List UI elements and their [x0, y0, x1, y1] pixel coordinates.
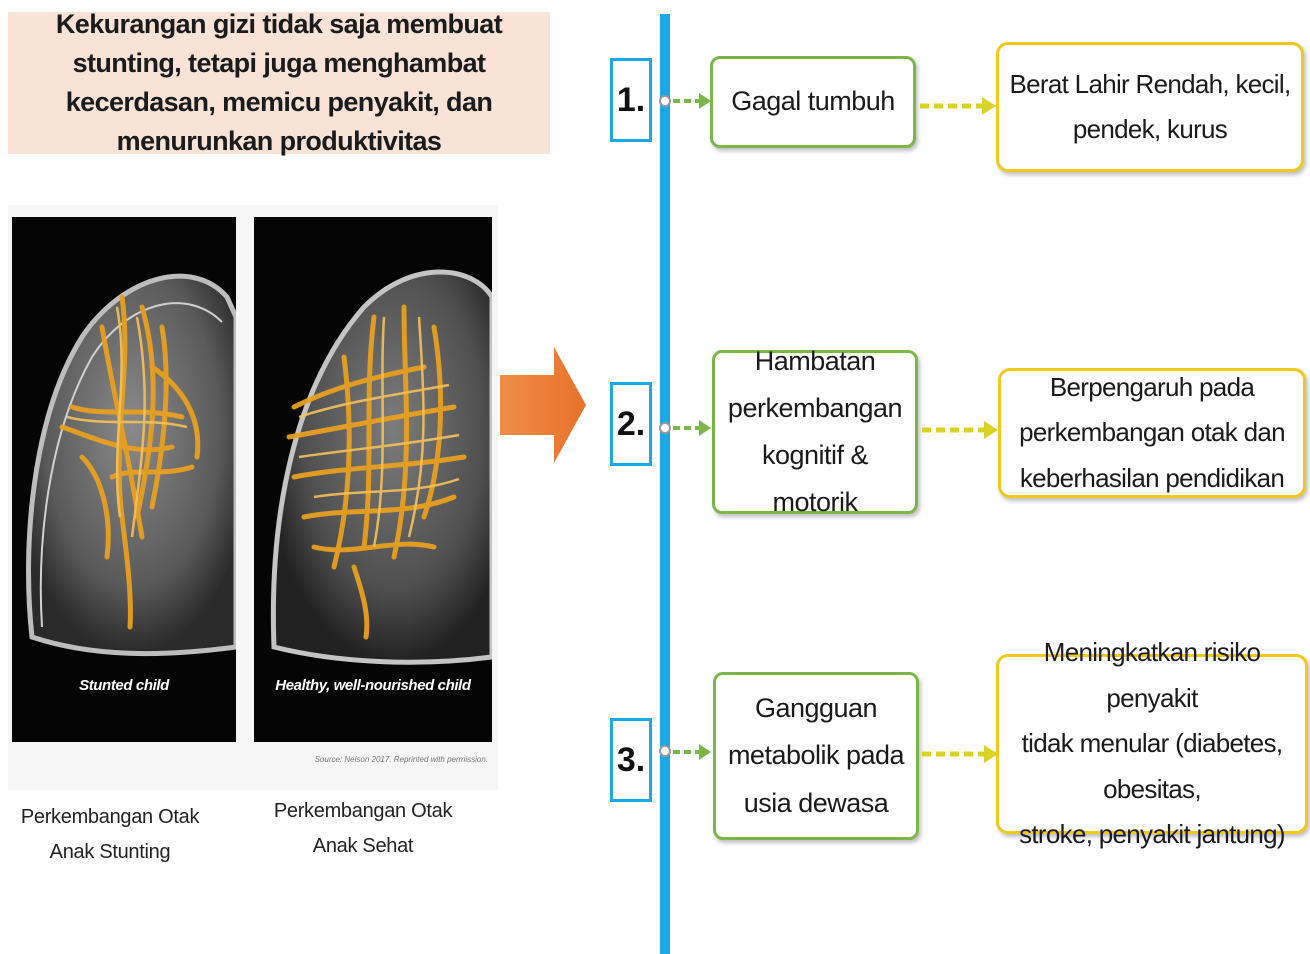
connector-arrow-icon-3b [922, 745, 998, 763]
timeline-dot-2 [659, 422, 671, 434]
result-box-brain-education: Berpengaruh pada perkembangan otak dan k… [998, 368, 1306, 498]
stunted-brain-image: Stunted child [12, 217, 236, 742]
caption-stunting-brain: Perkembangan Otak Anak Stunting [20, 806, 200, 863]
effect-box-metabolic-disorder: Gangguan metabolik pada usia dewasa [713, 672, 919, 840]
stunted-brain-illustration [26, 273, 236, 657]
number-box-3: 3. [610, 718, 652, 802]
healthy-child-label: Healthy, well-nourished child [275, 677, 471, 694]
effect-box-cognitive-motor: Hambatan perkembangan kognitif & motorik [712, 346, 918, 517]
result-box-noncommunicable-disease: Meningkatkan risiko penyakit tidak menul… [996, 637, 1308, 849]
timeline-dot-1 [659, 95, 671, 107]
healthy-brain-illustration [270, 269, 492, 665]
brain-scan-panel: Stunted child [8, 205, 498, 790]
connector-arrow-icon-2a [673, 420, 711, 436]
connector-arrow-icon-3a [673, 744, 711, 760]
number-box-2: 2. [610, 382, 652, 466]
big-right-arrow-icon [500, 347, 586, 463]
stunted-child-label: Stunted child [79, 677, 169, 694]
effect-box-growth-failure: Gagal tumbuh [710, 56, 916, 148]
headline-banner: Kekurangan gizi tidak saja membuat stunt… [8, 9, 550, 156]
caption-healthy-brain: Perkembangan Otak Anak Sehat [273, 800, 453, 857]
connector-arrow-icon-1a [673, 93, 711, 109]
connector-arrow-icon-2b [922, 421, 998, 439]
number-box-1: 1. [610, 58, 652, 142]
headline-text: Kekurangan gizi tidak saja membuat stunt… [55, 8, 503, 157]
connector-arrow-icon-1b [920, 97, 996, 115]
image-source-credit: Source: Nelson 2017. Reprinted with perm… [314, 755, 488, 764]
timeline-line [660, 14, 670, 954]
result-box-low-birth-weight: Berat Lahir Rendah, kecil, pendek, kurus [996, 42, 1304, 172]
timeline-dot-3 [659, 745, 671, 757]
healthy-brain-image: Healthy, well-nourished child [254, 217, 492, 742]
